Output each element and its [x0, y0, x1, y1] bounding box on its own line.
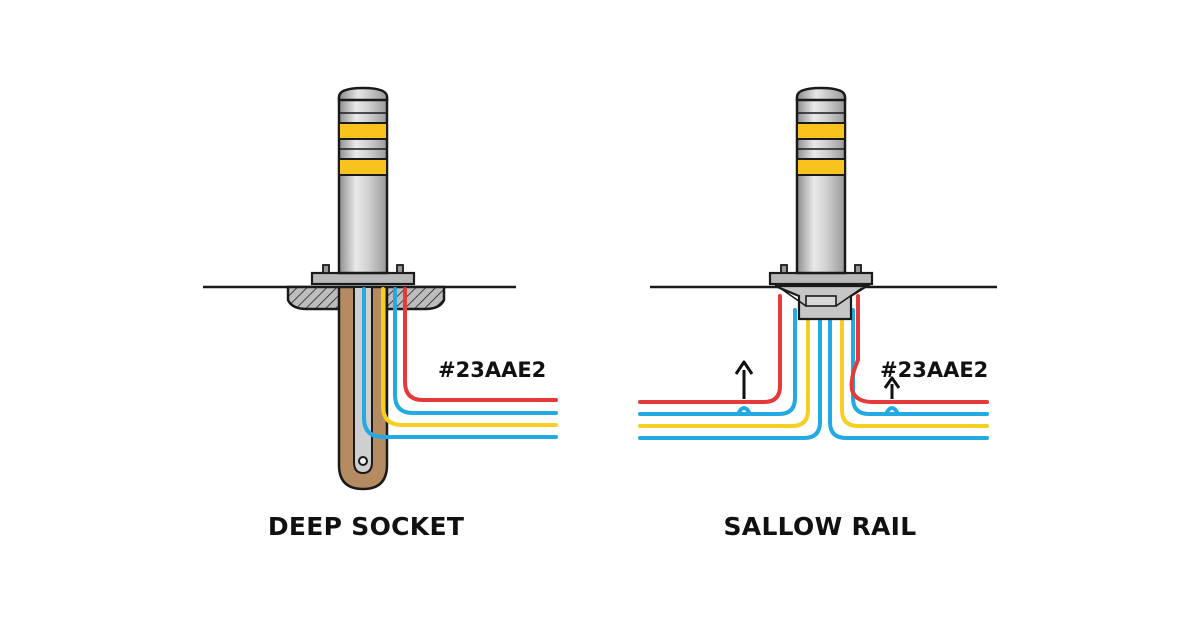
- wire-red: [849, 294, 989, 404]
- wire-blue: [362, 287, 558, 439]
- anchor-bolt: [322, 264, 404, 274]
- bollard-post: [795, 86, 847, 275]
- up-arrow-icon: [883, 376, 901, 399]
- bollard-cap: [337, 86, 389, 102]
- wire-bundle-left: [362, 287, 558, 439]
- bollard-post: [337, 86, 389, 275]
- base-plate: [310, 271, 416, 286]
- wire-bundle-right: [638, 294, 989, 440]
- wire-blue: [828, 314, 989, 440]
- housing-rib: [779, 287, 863, 307]
- base-plate: [768, 271, 874, 286]
- reflective-band: [796, 158, 846, 176]
- wire-red: [403, 287, 558, 402]
- wire-yellow: [381, 287, 558, 427]
- wire-red: [638, 294, 782, 404]
- anchor-bolt: [780, 264, 862, 274]
- wire-blue: [638, 314, 822, 440]
- drain-hole: [358, 456, 368, 466]
- housing-rib: [805, 295, 837, 307]
- reflective-band: [338, 122, 388, 140]
- wire-blue: [851, 308, 989, 416]
- wire-yellow: [638, 312, 810, 428]
- sallow-rail-panel: #23AAE2: [638, 86, 997, 440]
- wire-yellow: [840, 312, 989, 428]
- up-arrow-icon: [734, 360, 754, 399]
- deep-socket-panel: #23AAE2: [203, 86, 558, 491]
- wire-blue: [638, 308, 797, 416]
- wire-blue: [393, 287, 558, 415]
- sallow-rail-caption: SALLOW RAIL: [723, 512, 917, 541]
- wire-junction: [884, 406, 900, 416]
- reflective-band: [338, 158, 388, 176]
- wire-junction: [736, 406, 752, 416]
- color-code-label-left: #23AAE2: [438, 358, 546, 382]
- color-code-label-right: #23AAE2: [880, 358, 988, 382]
- deep-socket-caption: DEEP SOCKET: [267, 512, 465, 541]
- reflective-band: [796, 122, 846, 140]
- bollard-cap: [795, 86, 847, 102]
